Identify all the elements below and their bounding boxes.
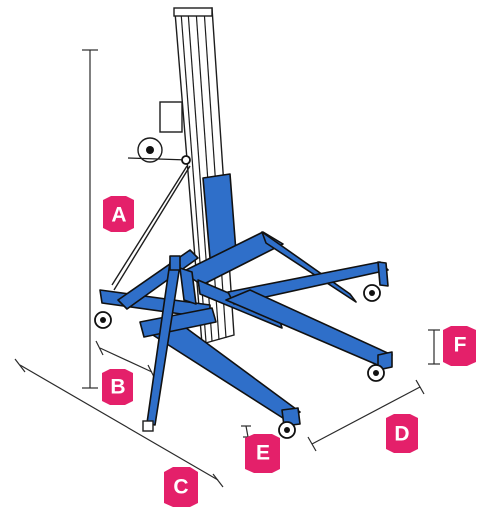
winch bbox=[127, 101, 191, 165]
label-b: B bbox=[102, 369, 133, 405]
svg-text:D: D bbox=[394, 423, 409, 446]
dimension-line-d bbox=[307, 379, 425, 452]
dimension-line-c bbox=[14, 358, 224, 488]
label-c: C bbox=[164, 467, 198, 507]
label-f: F bbox=[443, 326, 476, 366]
dimension-line-f bbox=[428, 329, 440, 365]
support-cable bbox=[111, 165, 188, 286]
wheels bbox=[94, 284, 385, 439]
svg-text:E: E bbox=[256, 442, 270, 465]
svg-text:A: A bbox=[111, 204, 126, 227]
dimension-line-a bbox=[82, 49, 98, 389]
svg-text:C: C bbox=[173, 476, 188, 499]
label-d: D bbox=[386, 414, 418, 453]
front-crossbar bbox=[139, 307, 217, 338]
svg-text:B: B bbox=[110, 376, 125, 399]
label-a: A bbox=[103, 196, 134, 232]
svg-text:F: F bbox=[454, 334, 467, 357]
label-e: E bbox=[245, 434, 280, 473]
right-front-leg bbox=[225, 289, 393, 367]
